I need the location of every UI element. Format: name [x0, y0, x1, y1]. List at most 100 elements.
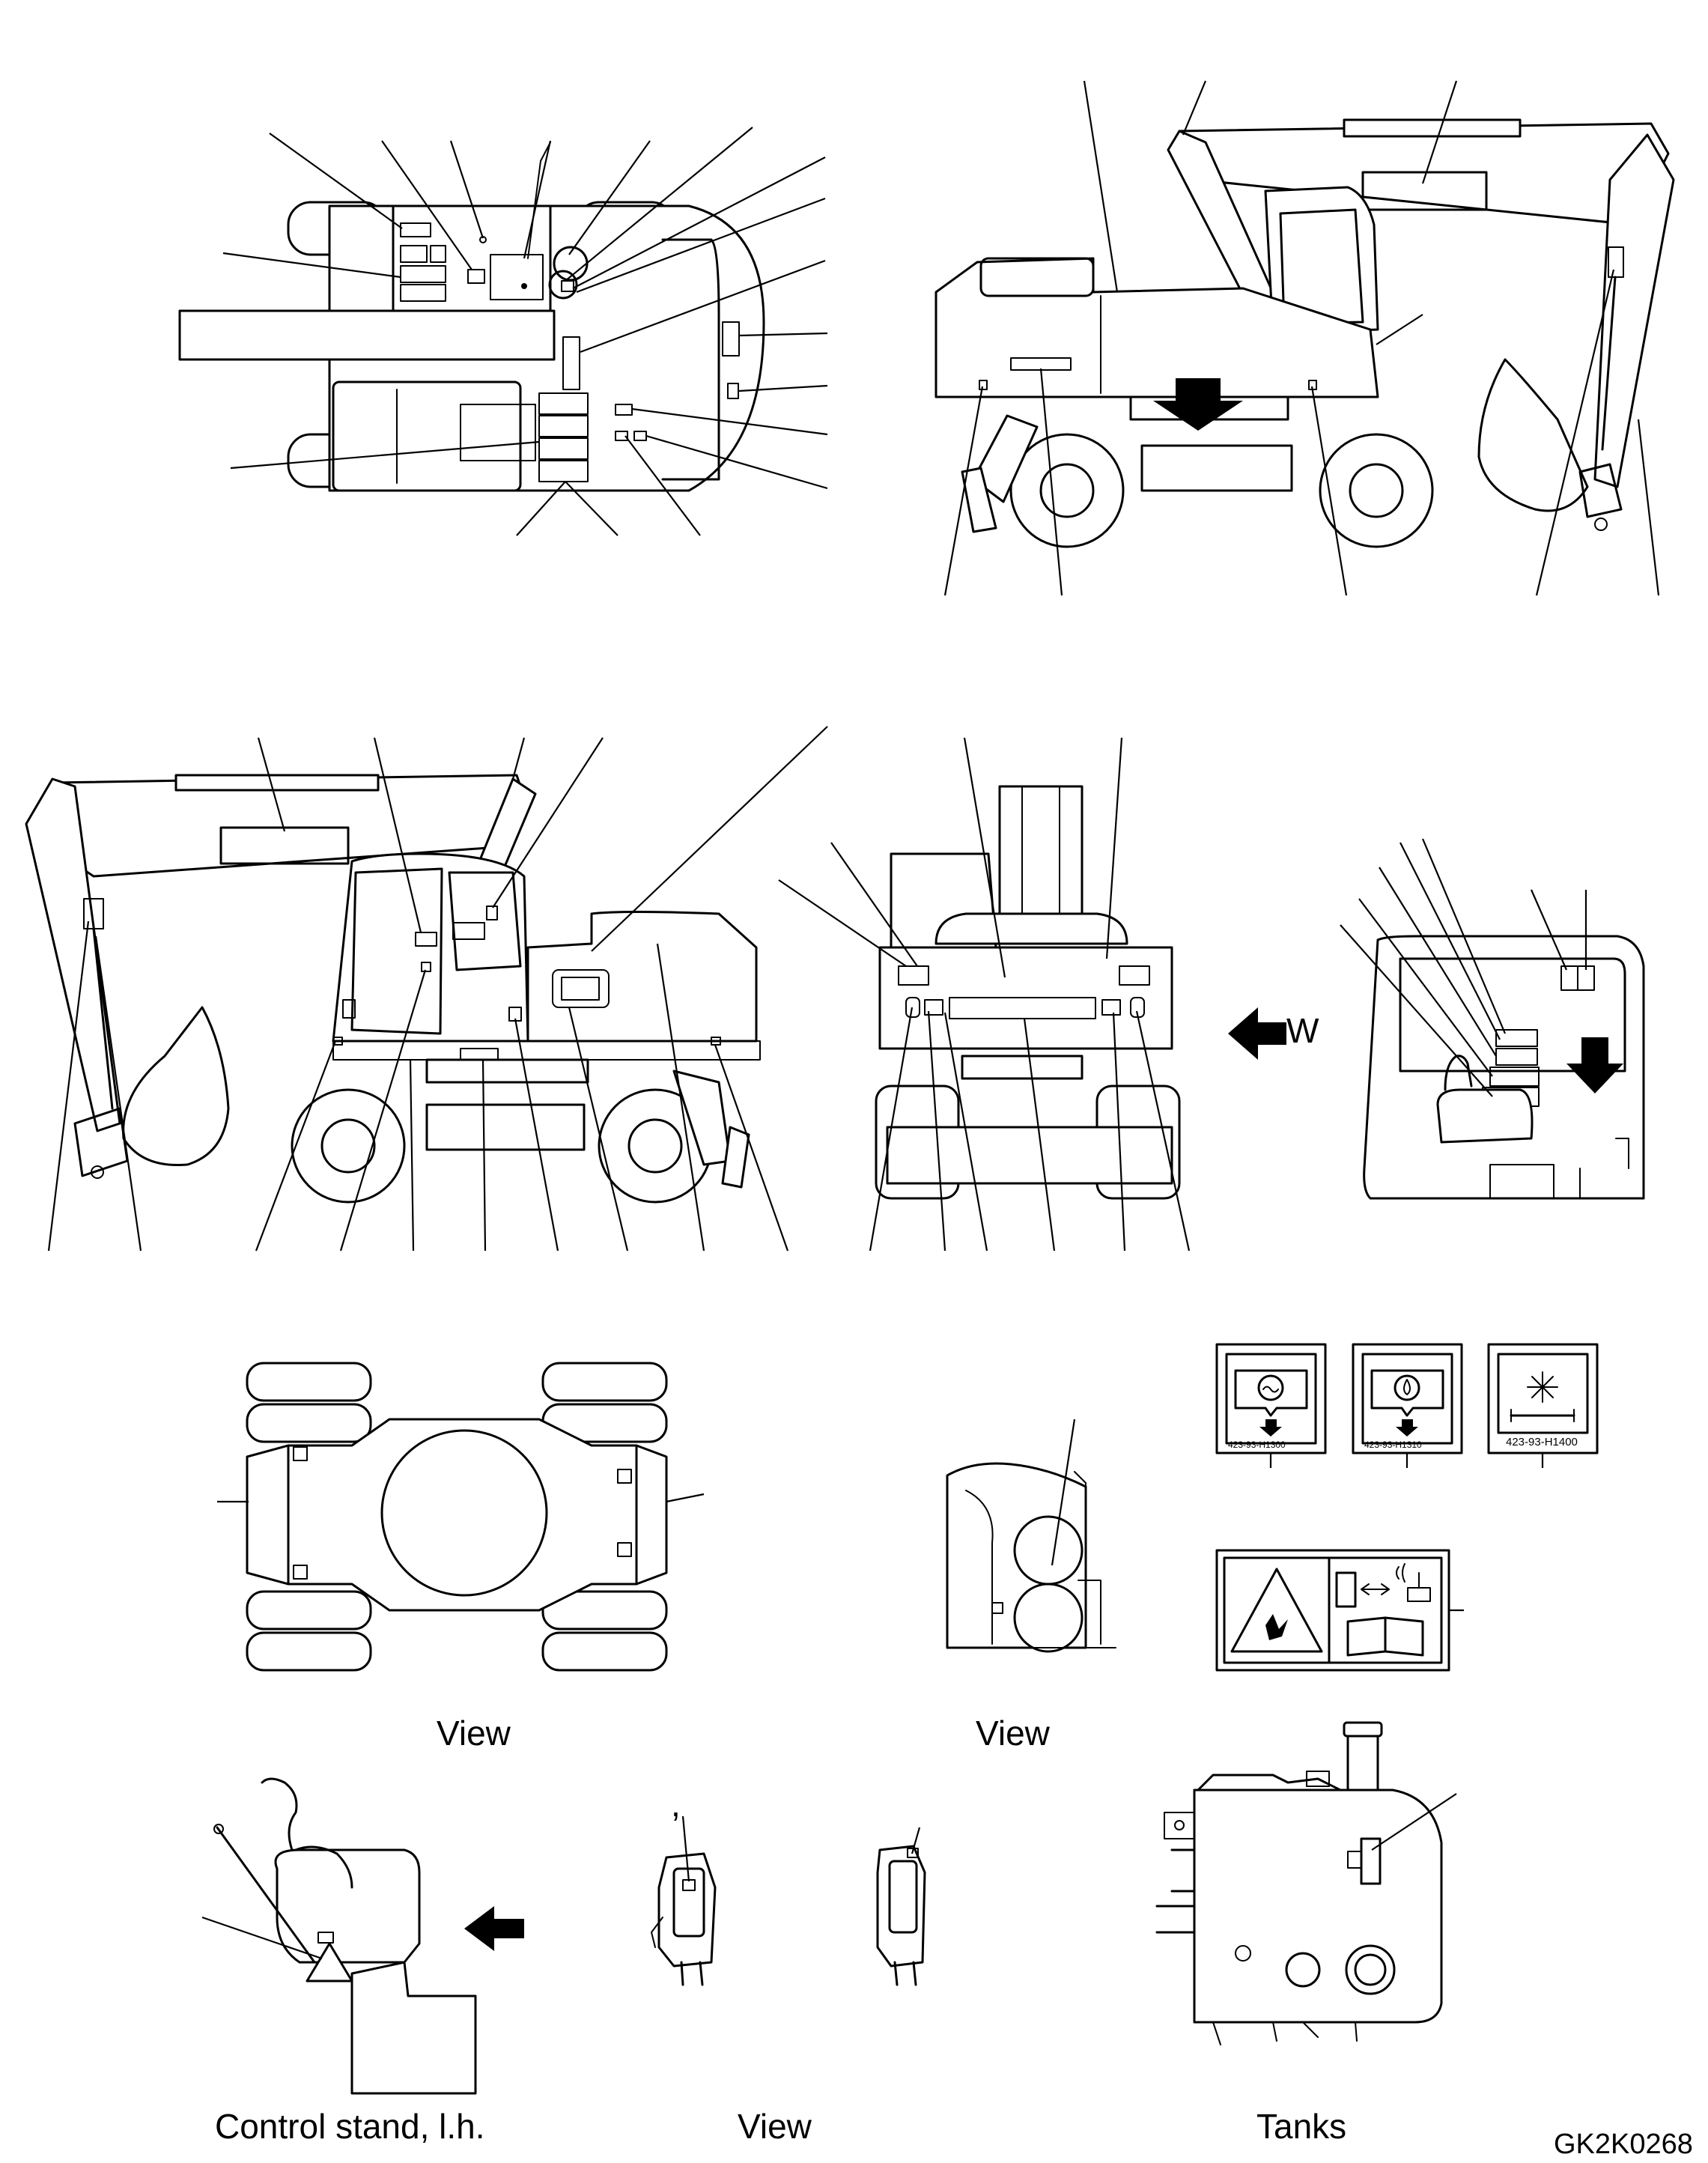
lever-2-panel	[888, 1860, 918, 1934]
caption-view-lever: View	[738, 2107, 812, 2146]
view-marker-w: W	[1286, 1011, 1319, 1050]
tank-plug	[1235, 1945, 1251, 1962]
cab-rear-window	[1399, 957, 1626, 1073]
leader-lever-1	[681, 1815, 690, 1882]
tyre-bv-5	[246, 1590, 372, 1630]
control-base	[350, 1961, 477, 2095]
front-plate-bottom	[246, 1444, 290, 1586]
bv-decal-2	[293, 1565, 308, 1580]
snowflake-icon	[1527, 1371, 1558, 1403]
cab-int-decal-4	[1495, 1048, 1538, 1066]
lever-2-legs	[893, 1961, 917, 1986]
tank-filler-cap	[1343, 1721, 1383, 1738]
lever-1-legs	[680, 1961, 704, 1986]
control-lever-boot	[294, 1845, 353, 1889]
boom-rear	[998, 785, 1084, 938]
tyre-bv-1	[246, 1362, 372, 1402]
decal-stack-3	[538, 437, 589, 460]
decal-2-inner	[1361, 1353, 1453, 1445]
arm-cylinder-line-left	[92, 927, 114, 1110]
axle-housing-left	[425, 1103, 586, 1151]
upper-body-left	[526, 911, 758, 1043]
caption-view-bottom: View	[437, 1714, 511, 1753]
decal-2-code: 423-93-H1310	[1364, 1440, 1422, 1450]
right-side-view	[934, 80, 1675, 596]
cab-int-decal-3	[1495, 1029, 1538, 1047]
engine-hood-right	[979, 257, 1095, 297]
lever-2-body	[876, 1845, 926, 1968]
control-rod	[216, 1826, 316, 1964]
boom-cylinder-left	[174, 774, 380, 792]
lever-mark: ,	[671, 1785, 681, 1824]
decal-hood-1	[722, 321, 740, 357]
cab-decal-l1	[415, 932, 437, 947]
decal-cab-4	[400, 265, 446, 283]
tanks-view: Tanks	[1155, 1721, 1457, 2146]
cab-decal-l5	[342, 999, 356, 1019]
tank-pipes	[1155, 1848, 1196, 1934]
top-view-upper-structure	[178, 127, 828, 536]
tyre-bv-3	[541, 1362, 668, 1402]
tyre-bv-7	[541, 1590, 668, 1630]
tank-top-fitting	[1306, 1771, 1330, 1787]
wheel-hub-rf	[1039, 463, 1095, 518]
decal-hood-2	[727, 383, 739, 399]
control-stand-view: Control stand, l.h.	[201, 1777, 524, 2146]
wheel-left-front	[291, 1088, 406, 1204]
small-decal-l1	[332, 1037, 343, 1046]
caption-tanks: Tanks	[1256, 2107, 1346, 2146]
arm-right	[1593, 133, 1675, 488]
decal-dot	[521, 283, 527, 289]
tank-cap-decal	[561, 280, 574, 292]
leader-tank	[1371, 1793, 1457, 1851]
rear-plate-bottom	[635, 1444, 668, 1586]
blade-left	[721, 1126, 750, 1189]
swing-ring-rear	[961, 1055, 1084, 1080]
arm-left	[25, 777, 121, 1132]
decal-cab-3	[430, 245, 446, 263]
rear-lamp-left	[905, 997, 920, 1018]
decal-2-drop-icon	[1403, 1379, 1411, 1395]
small-decal-r1	[979, 380, 988, 390]
tank-bottom-fittings	[1212, 2021, 1358, 2045]
bucket-link-right	[1578, 463, 1623, 518]
cab-side-right	[1264, 186, 1379, 335]
tank-side-decal	[991, 1602, 1003, 1614]
side-cover-left	[552, 969, 610, 1008]
bucket-pin-right	[1594, 518, 1608, 531]
leaders-cab-interior	[1340, 838, 1587, 1097]
control-lever-grip	[261, 1777, 298, 1851]
decal-side-long	[562, 336, 580, 390]
decal-2-arrow-icon	[1396, 1419, 1418, 1437]
lever-1-body	[657, 1852, 717, 1968]
seat-base-int	[1489, 1164, 1554, 1199]
wheel-hub-lr	[627, 1118, 683, 1174]
rear-decal-left	[924, 999, 943, 1016]
tank-drain-cap	[1285, 1952, 1321, 1988]
tank-side-curve	[965, 1490, 994, 1645]
drawing-code: GK2K0268	[1554, 2129, 1693, 2159]
tank-port-lower	[1013, 1583, 1084, 1653]
tank-gauge-mount	[1347, 1851, 1362, 1869]
leader-lever-2	[911, 1827, 921, 1854]
leader-tank-side	[1051, 1419, 1076, 1566]
caption-view-side: View	[976, 1714, 1051, 1753]
arrow-down-icon-2	[1566, 1037, 1623, 1093]
leaders-rear-view	[778, 737, 1191, 1252]
bv-decal-1	[293, 1446, 308, 1461]
caption-control-stand: Control stand, l.h.	[215, 2107, 485, 2146]
boom-decal-left	[219, 826, 350, 865]
tank-side-fitting	[1164, 1812, 1195, 1839]
arrow-left-icon	[1228, 1007, 1286, 1060]
decal-1-arrow-icon	[1259, 1419, 1282, 1437]
decal-4-spark	[1265, 1614, 1288, 1640]
wheel-hub-rr	[1349, 463, 1404, 518]
tank-port-upper	[1013, 1515, 1084, 1586]
bottom-view: View	[217, 1362, 705, 1753]
cab-decal-l4	[452, 922, 485, 940]
control-triangle-icon	[306, 1942, 353, 1983]
decal-stack-4	[538, 460, 589, 482]
lever-decal-pole-top	[540, 142, 551, 162]
decal-1-circle	[1257, 1374, 1284, 1401]
